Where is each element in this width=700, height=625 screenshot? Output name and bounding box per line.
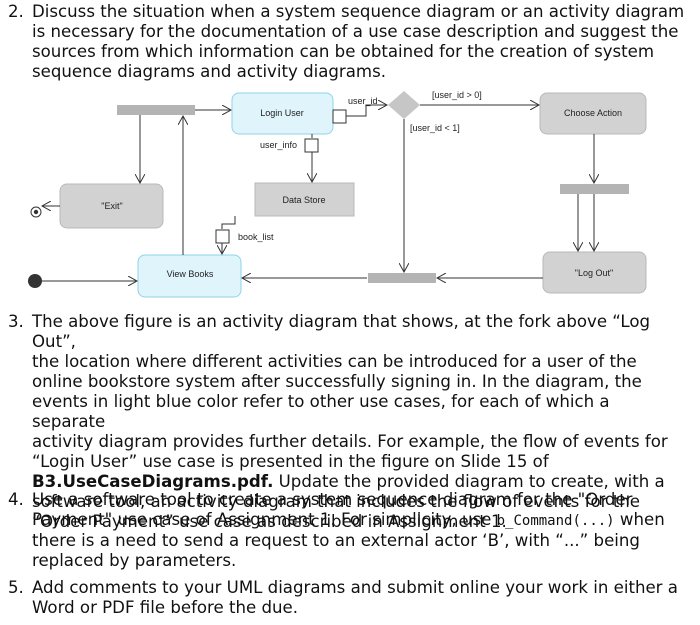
user-info-pin xyxy=(304,138,319,153)
text-line: “Order Payment” use case as described in… xyxy=(32,512,507,531)
text-line: events in light blue color refer to othe… xyxy=(32,392,610,431)
text-line: “Login User” use case is presented in th… xyxy=(32,452,549,471)
fork-bar-top-left xyxy=(117,105,195,115)
final-node-inner xyxy=(33,209,39,215)
choose-action-label: Choose Action xyxy=(564,108,622,118)
join-bar-bottom xyxy=(368,273,436,283)
text-line: Word or PDF file before the due. xyxy=(32,598,299,617)
text-line: Add comments to your UML diagrams and su… xyxy=(32,578,678,597)
log-out-node xyxy=(542,251,647,294)
fork-bar-log-out xyxy=(560,184,629,194)
data-store-node xyxy=(254,182,355,217)
question-text: Use a software tool to create a system s… xyxy=(32,490,688,571)
filename: B3.UseCaseDiagrams.pdf. xyxy=(32,472,274,491)
activity-diagram: Login User Choose Action "Exit" Data Sto… xyxy=(28,90,647,298)
text-line: software tool, an activity diagram that … xyxy=(32,492,640,511)
book-list-label: book_list xyxy=(238,232,274,242)
text-fragment: when xyxy=(614,510,665,529)
text-line: Use a software tool to create a system s… xyxy=(32,490,633,509)
edge-pin-to-decision xyxy=(346,105,387,117)
text-line: Discuss the situation when a system sequ… xyxy=(32,2,685,21)
text-line: sources from which information can be ob… xyxy=(32,42,655,61)
question-number: 2. xyxy=(8,2,24,21)
guard-lt-label: [user_id < 1] xyxy=(410,123,460,133)
user-info-label: user_info xyxy=(260,140,297,150)
question-text: Discuss the situation when a system sequ… xyxy=(32,2,688,82)
text-line: Payment" use case of Assignment 1. For s… xyxy=(32,510,688,531)
decision-node xyxy=(388,91,420,119)
text-line: there is a need to send a request to an … xyxy=(32,531,640,550)
log-out-label: "Log Out" xyxy=(575,268,613,278)
question-number: 5. xyxy=(8,578,24,597)
text-fragment: Payment" use case of Assignment 1. For s… xyxy=(32,510,497,529)
login-user-label: Login User xyxy=(260,108,304,118)
text-line: online bookstore system after successful… xyxy=(32,372,642,391)
choose-action-node xyxy=(539,92,647,135)
book-list-pin xyxy=(215,229,230,244)
view-books-label: View Books xyxy=(167,269,214,279)
question-number: 4. xyxy=(8,490,24,509)
text-line: activity diagram provides further detail… xyxy=(32,432,668,451)
text-line: B3.UseCaseDiagrams.pdf. Update the provi… xyxy=(32,472,688,492)
user-id-label: user_id xyxy=(348,96,378,106)
user-id-pin xyxy=(332,109,347,124)
question-number: 3. xyxy=(8,312,24,331)
text-fragment: Update the provided diagram to create, w… xyxy=(273,472,665,491)
data-store-label: Data Store xyxy=(282,195,325,205)
guard-gt-label: [user_id > 0] xyxy=(432,90,482,100)
text-line: the location where different activities … xyxy=(32,352,637,371)
question-text: The above figure is an activity diagram … xyxy=(32,312,688,532)
edge-datastore-to-booklist xyxy=(221,216,236,229)
code-snippet: b_Command(...) xyxy=(496,513,615,529)
text-line: is necessary for the documentation of a … xyxy=(32,22,679,41)
exit-label: "Exit" xyxy=(101,201,122,211)
text-line: The above figure is an activity diagram … xyxy=(32,312,651,351)
text-line: sequence diagrams and activity diagrams. xyxy=(32,62,387,81)
text-line: replaced by parameters. xyxy=(32,551,237,570)
initial-node xyxy=(28,274,42,288)
question-text: Add comments to your UML diagrams and su… xyxy=(32,578,688,618)
